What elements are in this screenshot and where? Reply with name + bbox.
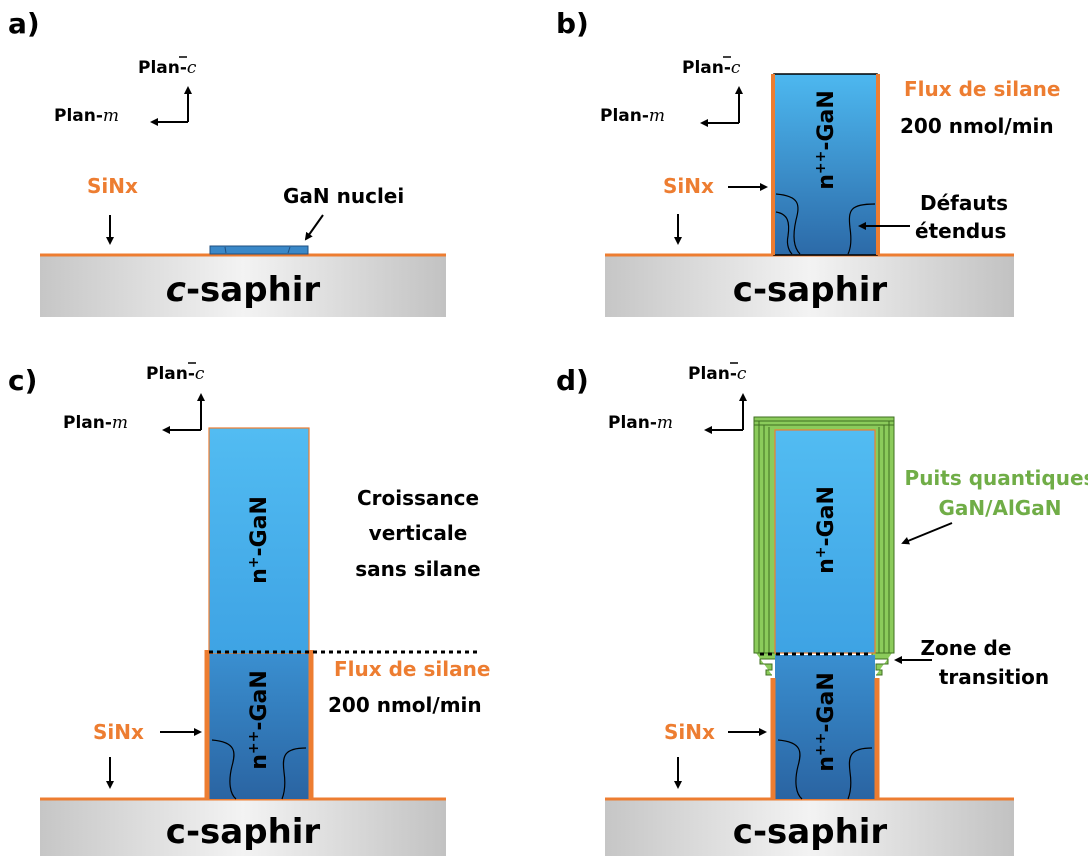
sinx-label-d: SiNx [664, 720, 715, 744]
panel-label-d: d) [556, 364, 589, 397]
panel-label-c: c) [8, 364, 37, 397]
axes-indicator-a: Plan-c Plan-m [54, 56, 197, 126]
substrate-c [40, 799, 446, 856]
axes-indicator-d: Plan-c Plan-m [608, 362, 747, 434]
panel-label-b: b) [556, 7, 589, 40]
quantum-wells-label-line1: Puits quantiques [905, 466, 1088, 490]
transition-label-line1: Zone de [921, 636, 1012, 660]
m-plane-label: Plan-m [54, 106, 119, 126]
axes-indicator-b: Plan-c Plan-m [600, 56, 743, 127]
svg-text:Plan-m: Plan-m [608, 413, 673, 433]
growth-label-line1: Croissance [357, 486, 479, 510]
substrate-a [40, 255, 446, 317]
npp-gan-column-c [209, 654, 309, 799]
gan-nuclei [209, 245, 309, 255]
substrate-d [605, 799, 1014, 856]
panel-a: a) Plan-c Plan-m c-saphir SiNx GaN nucle… [8, 7, 446, 317]
np-gan-label-d: n+-GaN [813, 486, 839, 574]
sinx-label-a: SiNx [87, 174, 138, 198]
npp-gan-column-d [775, 655, 875, 799]
panel-label-a: a) [8, 7, 40, 40]
defects-label-line2: étendus [915, 219, 1006, 243]
sinx-label-c: SiNx [93, 720, 144, 744]
silane-rate-label-c: 200 nmol/min [328, 693, 482, 717]
silane-flux-label-b: Flux de silane [904, 77, 1060, 101]
panel-b: b) Plan-c Plan-m c-saphir n++-GaN Flux d… [556, 7, 1060, 317]
axes-indicator-c: Plan-c Plan-m [63, 362, 205, 434]
npp-gan-label-b: n++-GaN [813, 90, 839, 190]
panel-c: c) Plan-c Plan-m c-saphir n+-GaN n++-GaN… [8, 362, 490, 856]
svg-text:Plan-c: Plan-c [682, 58, 741, 78]
svg-text:Plan-m: Plan-m [600, 106, 665, 126]
quantum-wells-label-line2: GaN/AlGaN [939, 496, 1062, 520]
panel-d: d) Plan-c Plan-m c-saphir [556, 362, 1088, 856]
svg-text:Plan-c: Plan-c [688, 364, 747, 384]
defects-label-line1: Défauts [920, 191, 1008, 215]
np-gan-column-c [208, 427, 310, 655]
substrate-b [605, 255, 1014, 317]
substrate-label-c: c-saphir [166, 812, 321, 852]
sinx-label-b: SiNx [663, 174, 714, 198]
growth-label-line2: verticale [369, 521, 468, 545]
gan-nuclei-label: GaN nuclei [283, 184, 404, 208]
substrate-label-d: c-saphir [733, 812, 888, 852]
c-plane-label: Plan-c [138, 58, 197, 78]
growth-label-line3: sans silane [355, 557, 480, 581]
svg-text:Plan-c: Plan-c [146, 364, 205, 384]
np-gan-label-c: n+-GaN [246, 496, 272, 584]
substrate-label-a: c-saphir [166, 270, 321, 310]
np-gan-column-d [774, 429, 876, 654]
transition-label-line2: transition [939, 665, 1049, 689]
silane-rate-label-b: 200 nmol/min [900, 114, 1054, 138]
npp-gan-label-d: n++-GaN [813, 672, 839, 772]
substrate-label-b: c-saphir [733, 270, 888, 310]
npp-gan-label-c: n++-GaN [246, 670, 272, 770]
svg-text:Plan-m: Plan-m [63, 413, 128, 433]
silane-flux-label-c: Flux de silane [334, 657, 490, 681]
